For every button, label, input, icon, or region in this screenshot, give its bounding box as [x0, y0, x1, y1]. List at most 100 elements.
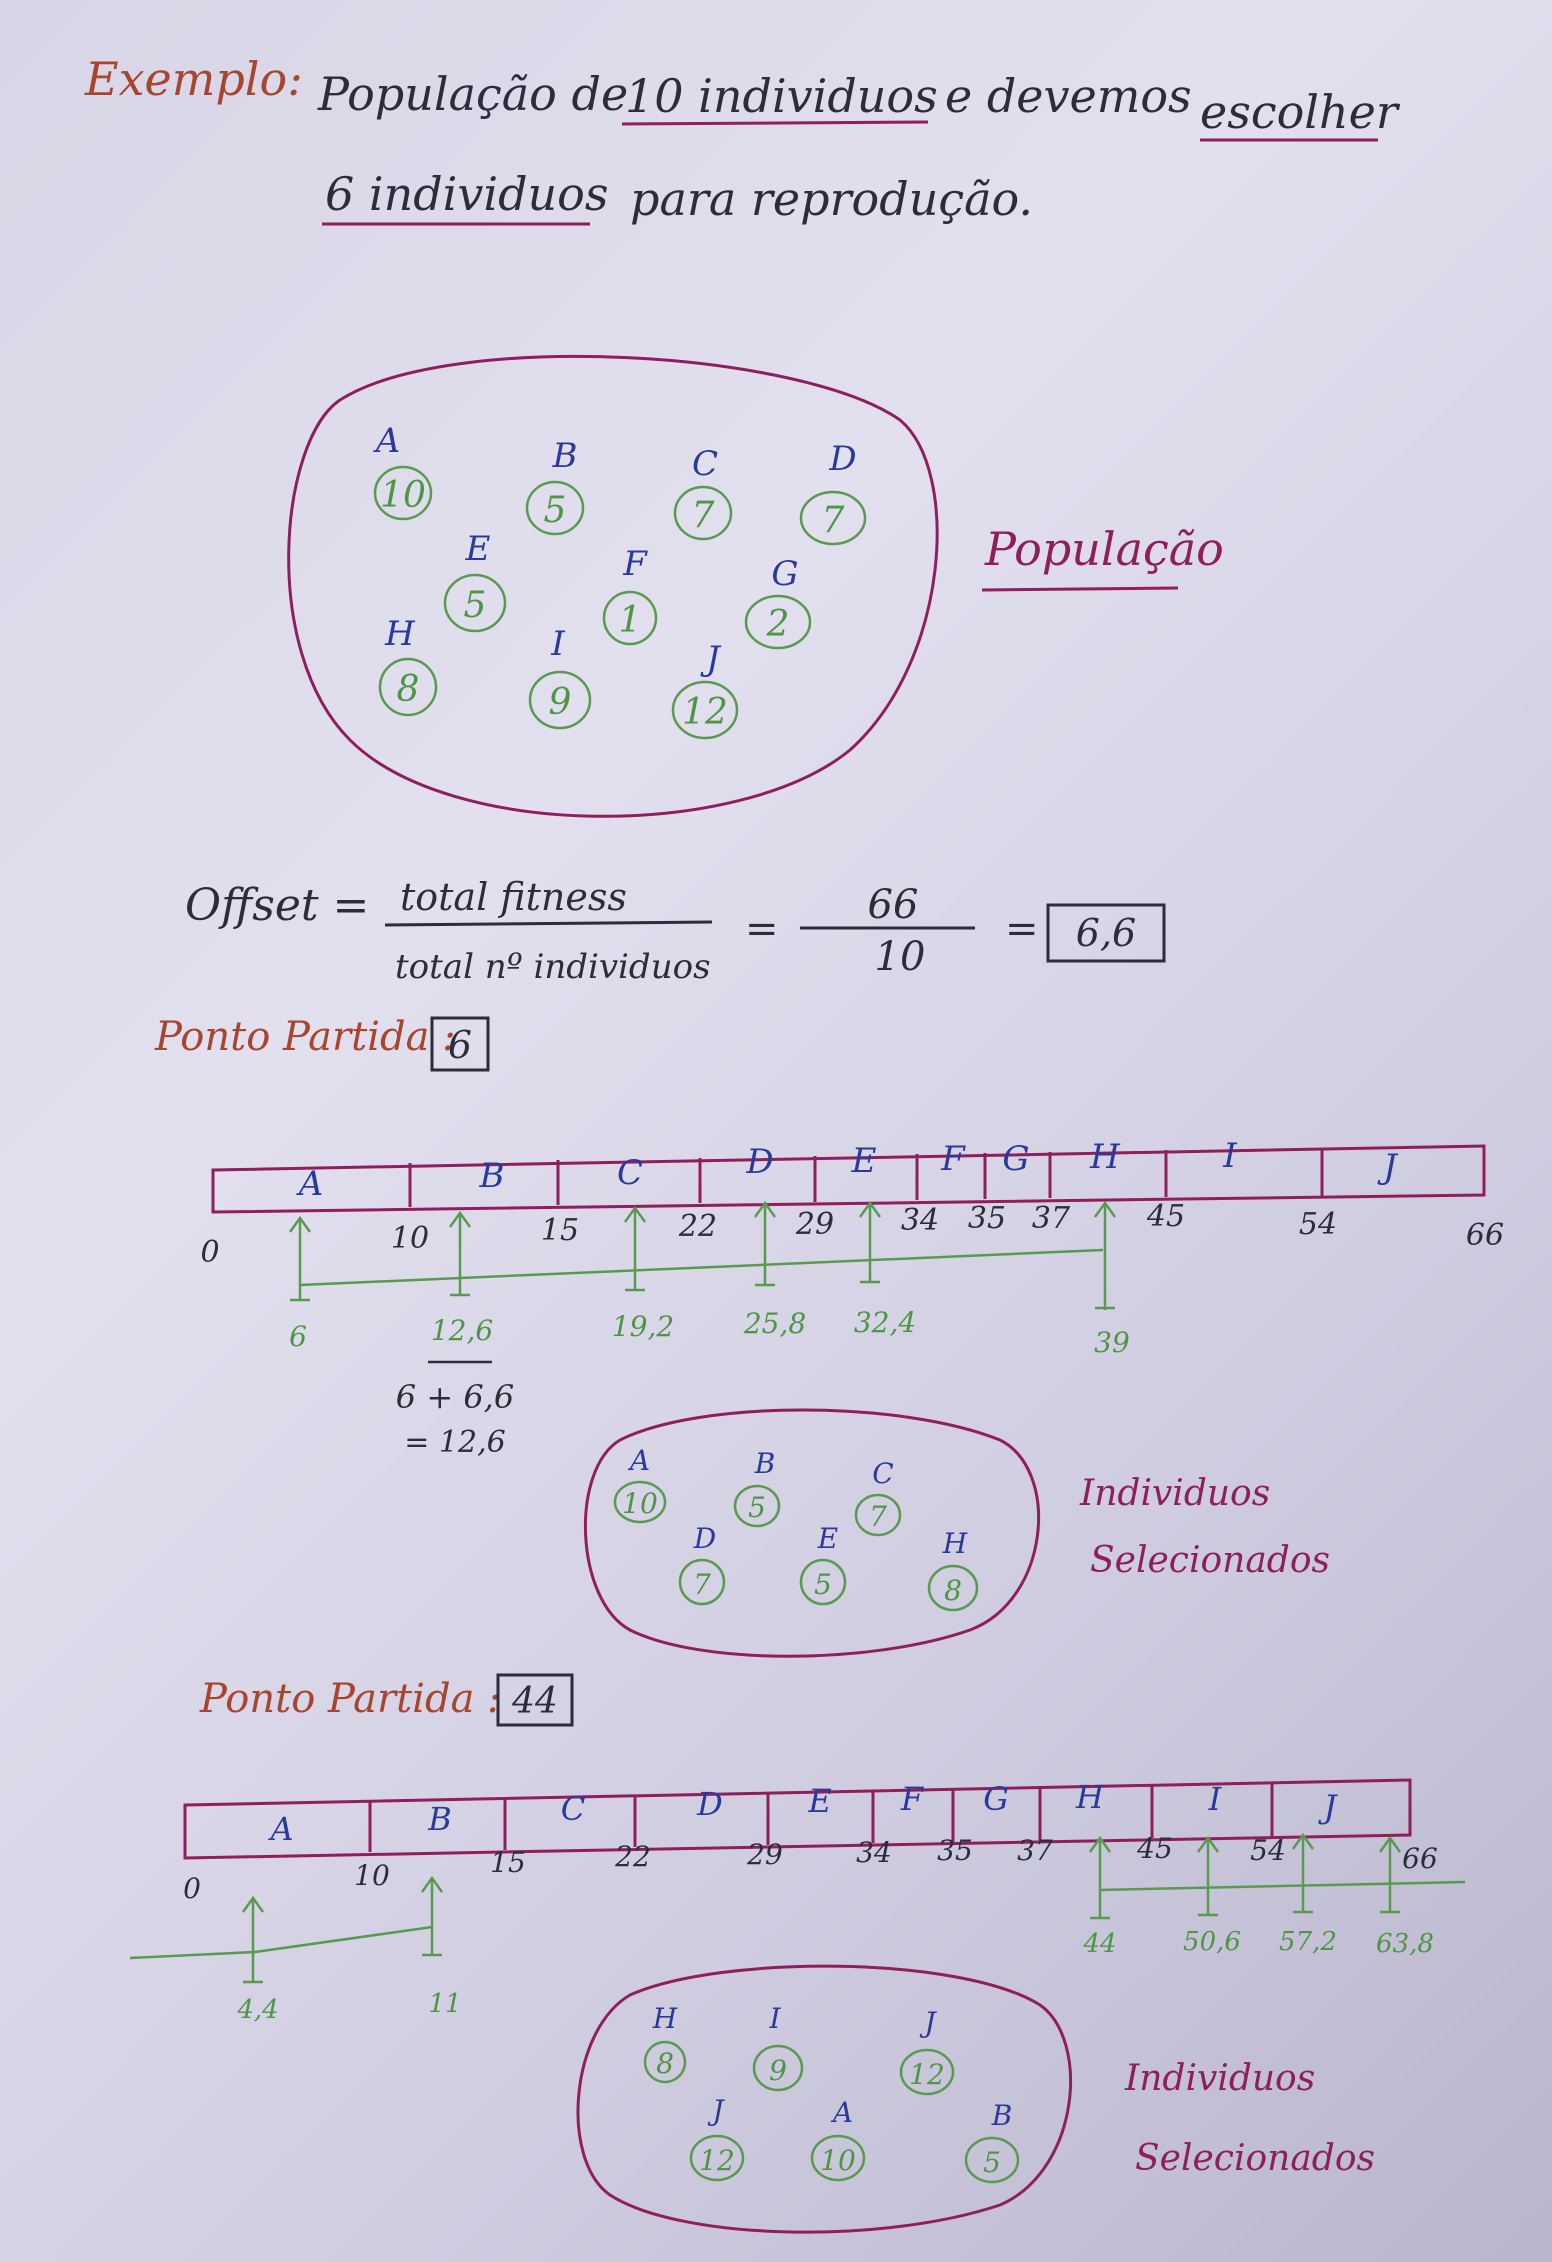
individual-letter: G [771, 554, 798, 594]
fitness-value: 2 [766, 604, 790, 645]
individual-D: D 7 [799, 439, 867, 546]
pointer-arrow [1093, 1200, 1117, 1310]
individual-B: B 5 [525, 436, 585, 536]
scale-tick: 45 [1146, 1199, 1185, 1234]
calc-line-1: 6 + 6,6 [396, 1378, 514, 1416]
pointer-arrow [1378, 1835, 1402, 1914]
fitness-value: 10 [380, 475, 426, 516]
fitness-value: 1 [619, 600, 642, 641]
start-point-box [430, 1016, 490, 1072]
individual-letter: C [872, 1457, 893, 1490]
selected-D: D 7 [678, 1522, 726, 1606]
equals-2: = [1005, 906, 1039, 952]
header-line1-underlined-2: escolher [1200, 85, 1401, 139]
offset-formula: Offset = total fitness total nº individu… [185, 875, 1166, 987]
selected-E: E 5 [799, 1522, 847, 1606]
pointer-value: 57,2 [1279, 1927, 1337, 1957]
scale-tick: 35 [968, 1201, 1006, 1236]
individual-letter: A [373, 421, 401, 461]
offset-label: Offset = [185, 880, 369, 931]
individual-J: J 12 [671, 639, 739, 740]
population-boundary [287, 354, 939, 818]
segment-label-E: E [851, 1141, 877, 1181]
fitness-value: 12 [909, 2058, 945, 2091]
fitness-circle [643, 2040, 687, 2084]
roulette-scale: 0 10 15 22 29 34 35 37 45 54 66 [200, 1199, 1504, 1270]
start-point-label: Ponto Partida : [154, 1014, 456, 1060]
selected-H: H 8 [643, 2002, 687, 2084]
individual-letter: E [817, 1522, 838, 1555]
selected-label-line-1: Individuos [1124, 2058, 1315, 2099]
individual-letter: D [693, 1522, 716, 1555]
individual-letter: E [465, 529, 491, 569]
pointer-arrow [288, 1215, 312, 1302]
pointer-baseline [299, 1248, 1104, 1287]
fitness-value: 5 [814, 1568, 832, 1601]
segment-label-J: J [1318, 1788, 1339, 1826]
fitness-circle [671, 680, 739, 740]
individual-letter: B [991, 2099, 1013, 2132]
start-point-value: 6 [448, 1023, 472, 1067]
individual-letter: H [652, 2002, 678, 2035]
fitness-value: 10 [622, 1487, 658, 1520]
segment-label-D: D [696, 1785, 723, 1823]
selected-B: B 5 [964, 2099, 1020, 2184]
individual-F: F 1 [602, 544, 658, 646]
fitness-value: 5 [464, 585, 487, 626]
individual-letter: A [627, 1444, 650, 1477]
fitness-circle [613, 1480, 667, 1524]
fitness-value: 7 [822, 500, 845, 541]
fitness-circle [744, 594, 812, 650]
fitness-circle [733, 1484, 781, 1528]
segment-label-A: A [296, 1164, 324, 1204]
pointer-baseline-left [254, 1925, 433, 1954]
selected-B: B 5 [733, 1447, 781, 1528]
run-1: Ponto Partida : 6 A B C D E F G H I J [154, 1014, 1504, 1658]
fitness-circle [927, 1564, 979, 1612]
header-line1-mid: e devemos [945, 69, 1192, 123]
fitness-value: 8 [656, 2047, 674, 2080]
fitness-value: 8 [944, 1574, 962, 1607]
fitness-value: 9 [549, 682, 572, 723]
fitness-value: 12 [699, 2144, 735, 2177]
header-line2-suffix: para reprodução. [630, 172, 1033, 226]
pointers [129, 1832, 1466, 1984]
pointer-baseline-right [1099, 1880, 1466, 1892]
segment-label-I: I [1222, 1136, 1237, 1176]
calc-line-2: = 12,6 [404, 1425, 505, 1460]
fraction-denominator: 10 [875, 934, 926, 980]
pointer-arrow [448, 1210, 472, 1297]
fitness-value: 5 [748, 1491, 766, 1524]
selected-A: A 10 [613, 1444, 667, 1524]
pointer-value: 19,2 [612, 1310, 674, 1343]
result-box [1046, 903, 1166, 963]
pointer-baseline-left-tail [129, 1950, 256, 1960]
segment-label-D: D [745, 1142, 773, 1182]
fitness-circle [799, 1558, 847, 1606]
individual-A: A 10 [373, 421, 433, 521]
individual-G: G 2 [744, 554, 812, 650]
pointer-value: 32,4 [854, 1306, 916, 1339]
fraction-bar-1 [384, 920, 713, 927]
pointer-value: 6 [289, 1320, 307, 1353]
fitness-value: 7 [869, 1500, 887, 1533]
individual-letter: I [768, 2002, 781, 2035]
individual-letter: I [550, 624, 565, 664]
individual-letter: H [942, 1527, 968, 1560]
roulette-bar: A B C D E F G H I J [211, 1136, 1486, 1214]
fitness-value: 5 [983, 2146, 1001, 2179]
start-point-value: 44 [511, 1681, 558, 1722]
segment-label-H: H [1075, 1778, 1105, 1816]
offset-result: 6,6 [1076, 911, 1136, 955]
fraction-numerator: 66 [868, 882, 919, 928]
selected-J-2: J 12 [689, 2094, 745, 2182]
pointer-arrow [858, 1200, 882, 1284]
scale-tick: 34 [901, 1203, 939, 1238]
bar-outline [211, 1144, 1486, 1214]
selected-group-1: A 10 B 5 C 7 D 7 E 5 [584, 1408, 1330, 1658]
selected-I: I 9 [752, 2002, 804, 2092]
fitness-circle [689, 2134, 745, 2182]
underline-1 [621, 120, 929, 126]
fitness-circle [378, 657, 438, 717]
